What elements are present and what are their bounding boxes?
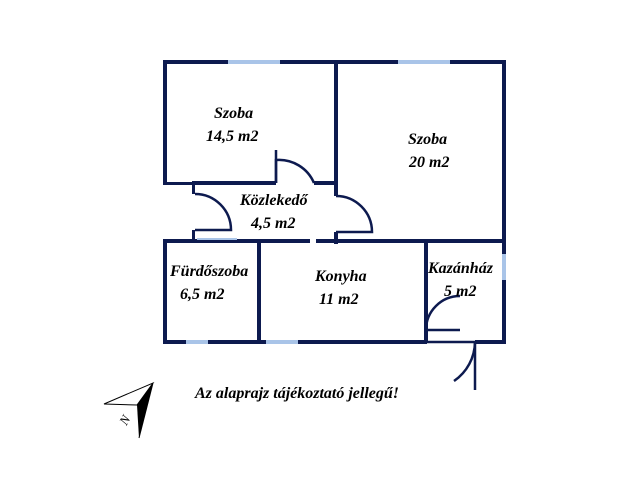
wall-between-rooms-lower [334,232,338,244]
door-closet [194,192,233,232]
windows [186,60,506,344]
window-bottom-middle [266,340,298,344]
room-boiler-area: 5 m2 [444,283,476,300]
room-bathroom-name: Fürdőszoba [169,263,248,280]
outer-wall-right-upper [502,60,506,254]
room-szoba-1-area: 14,5 m2 [206,128,258,145]
wall-szoba1-corridor-left [192,181,276,185]
room-labels: Szoba 14,5 m2 Szoba 20 m2 Közlekedő 4,5 … [169,105,494,308]
room-szoba-1-name: Szoba [214,105,253,122]
north-label: N [115,411,133,428]
outer-wall-left-upper [163,60,167,184]
closet-wall-right-lower [192,230,195,242]
wall-above-kitchen-left [260,239,310,243]
door-szoba1 [274,158,316,184]
room-szoba-2-area: 20 m2 [408,154,449,171]
window-right [502,254,506,280]
door-kitchen-boiler [424,294,461,331]
door-szoba2 [335,194,374,234]
closet-wall-top [163,182,195,185]
outer-wall-bottom-right [475,340,506,344]
wall-szoba1-corridor-right [314,181,338,185]
north-arrow-icon: N [103,381,155,439]
window-bottom-left [186,340,208,344]
room-szoba-2-name: Szoba [408,131,447,148]
wall-above-kitchen-right [316,239,506,243]
north-arrow-light [103,381,155,406]
wall-above-bath [163,239,263,243]
closet-wall-right-upper [192,182,195,194]
room-boiler-name: Kazánház [427,260,494,277]
doors [194,150,477,390]
window-top-right [398,60,450,64]
room-kitchen-area: 11 m2 [319,291,359,308]
wall-kitchen-boiler [424,239,428,343]
outer-wall-right-lower [502,280,506,344]
room-corridor-name: Közlekedő [239,192,309,209]
wall-between-rooms [334,60,338,196]
north-arrow-edge [138,382,154,439]
window-top-left [228,60,280,64]
room-corridor-area: 4,5 m2 [250,215,295,232]
door-boiler [427,340,477,383]
room-kitchen-name: Konyha [314,268,367,285]
outer-wall-left-lower [163,240,167,344]
disclaimer-note: Az alaprajz tájékoztató jellegű! [194,385,399,402]
wall-bath-kitchen [257,239,261,343]
window-bath-strip [197,238,237,240]
room-bathroom-area: 6,5 m2 [180,286,224,303]
